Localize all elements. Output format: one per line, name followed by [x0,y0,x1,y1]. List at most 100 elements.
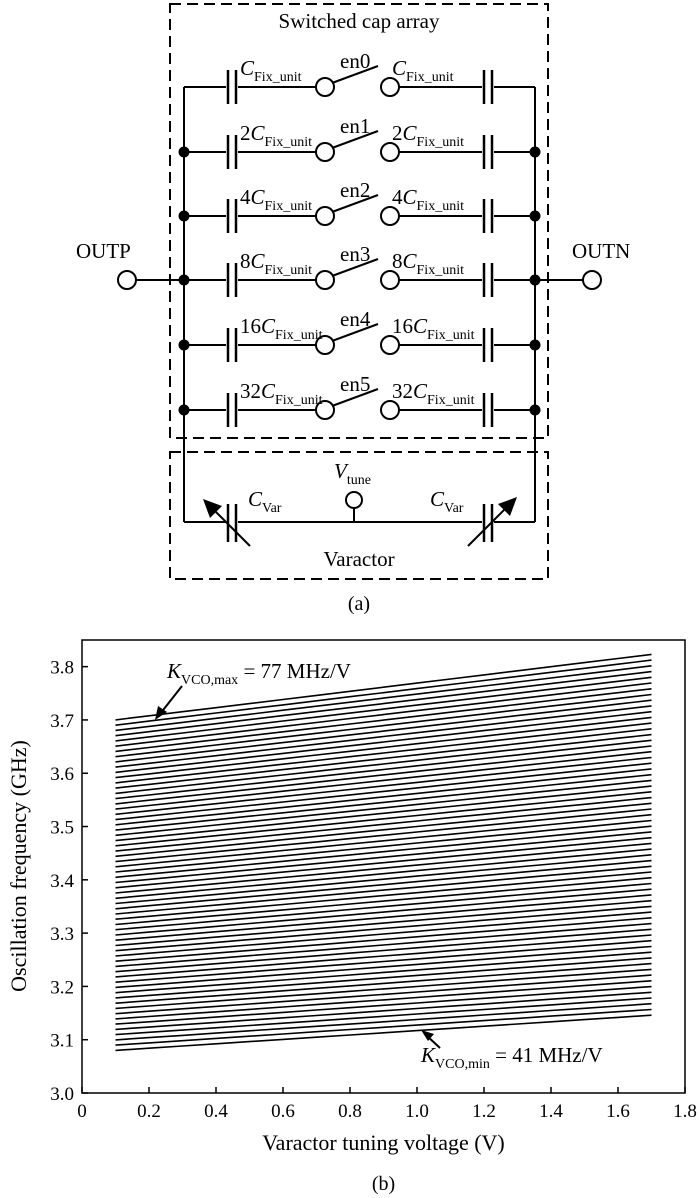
kvco-min-label: KVCO,min = 41 MHz/V [420,1043,603,1072]
y-tick-label: 3.3 [50,924,74,945]
x-tick-label: 0 [77,1101,87,1122]
varactor-right-arrow [467,503,511,547]
frequency-curve [115,894,652,941]
y-tick-label: 3.7 [50,711,74,732]
cap-label-left: 32CFix_unit [240,379,323,408]
x-tick-label: 1.8 [673,1101,697,1122]
y-tick-label: 3.2 [50,977,74,998]
cap-label-right: 16CFix_unit [392,314,475,343]
outp-port: OUTP [76,239,184,290]
x-tick-label: 1.2 [472,1101,496,1122]
cap-label-left: CFix_unit [240,56,302,85]
frequency-curve [115,1002,652,1041]
frequency-curve [115,710,652,774]
circuit-diagram: Switched cap array Varactor CFix_uniten0… [76,3,630,615]
switch-label: en3 [340,242,370,266]
switch-contact-left [315,206,335,226]
frequency-curve [115,865,652,915]
frequency-curve [115,813,652,868]
junction-dot [529,339,541,351]
frequency-curve [115,854,652,905]
switch-contact-right [380,270,400,290]
frequency-curve [115,733,652,795]
frequency-curve [115,934,652,978]
frequency-curve [115,876,652,926]
frequency-curve [115,779,652,837]
frequency-curve [115,699,652,763]
frequency-curve [115,808,652,863]
switch-contact-right [380,335,400,355]
switch-contact-left [315,270,335,290]
vtune-terminal [345,491,363,509]
plot-frame [81,639,686,1094]
switch-contact-left [315,142,335,162]
junction-dot [529,210,541,222]
frequency-curve [115,791,652,847]
frequency-curve [115,693,652,758]
vtune-label: Vtune [334,459,371,488]
cap-row-en3: 8CFix_unit en3 8CFix_unit [178,242,541,297]
x-tick-label: 0.6 [271,1101,295,1122]
frequency-curve [115,722,652,784]
frequency-curve [115,945,652,989]
cap-label-left: 8CFix_unit [240,249,312,278]
y-axis-label: Oscillation frequency (GHz) [6,740,31,992]
varactor-box [169,451,549,580]
cvar-right-label: CVar [430,487,464,516]
outn-terminal [582,270,602,290]
varactor-title: Varactor [323,547,394,571]
frequency-curve [115,859,652,910]
frequency-curve [115,882,652,931]
switched-cap-array-title: Switched cap array [279,9,440,33]
frequency-curve [115,831,652,884]
kvco-max-label: KVCO,max = 77 MHz/V [166,659,351,688]
frequency-curve [115,842,652,894]
y-tick-label: 3.1 [50,1031,74,1052]
frequency-curve [115,750,652,810]
switched-cap-array-box [169,3,549,439]
caption-a: (a) [348,593,370,615]
frequency-curve [115,796,652,852]
frequency-curve [115,922,652,968]
frequency-curve [115,688,652,753]
junction-dot [529,146,541,158]
x-tick-label: 1.6 [606,1101,630,1122]
outn-port: OUTN [535,239,630,290]
switch-contact-right [380,142,400,162]
frequency-curve [115,739,652,800]
frequency-curve [115,745,652,805]
switch-contact-right [380,400,400,420]
frequency-curve [115,928,652,973]
x-tick-label: 0.2 [137,1101,161,1122]
cap-label-right: 8CFix_unit [392,249,464,278]
frequency-curve [115,997,652,1036]
frequency-curve [115,705,652,768]
switch-blade [331,323,379,342]
frequency-curve [115,670,652,737]
switch-blade [331,258,379,277]
frequency-curve [115,985,652,1025]
frequency-curve [115,773,652,831]
y-tick-label: 3.0 [50,1084,74,1105]
y-tick-label: 3.8 [50,658,74,679]
frequency-curve [115,1008,652,1046]
switch-blade [331,194,379,213]
switch-label: en1 [340,114,370,138]
frequency-curve [115,905,652,952]
cap-label-left: 2CFix_unit [240,121,312,150]
varactor-left-arrow [209,505,251,547]
cap-label-left: 16CFix_unit [240,314,323,343]
cap-label-left: 4CFix_unit [240,185,312,214]
frequency-curve [115,676,652,742]
frequency-curve [115,665,652,732]
frequency-curve [115,991,652,1031]
frequency-curve [115,653,652,721]
y-tick-label: 3.5 [50,818,74,839]
caption-b: (b) [372,1173,395,1195]
y-tick-label: 3.4 [50,871,74,892]
